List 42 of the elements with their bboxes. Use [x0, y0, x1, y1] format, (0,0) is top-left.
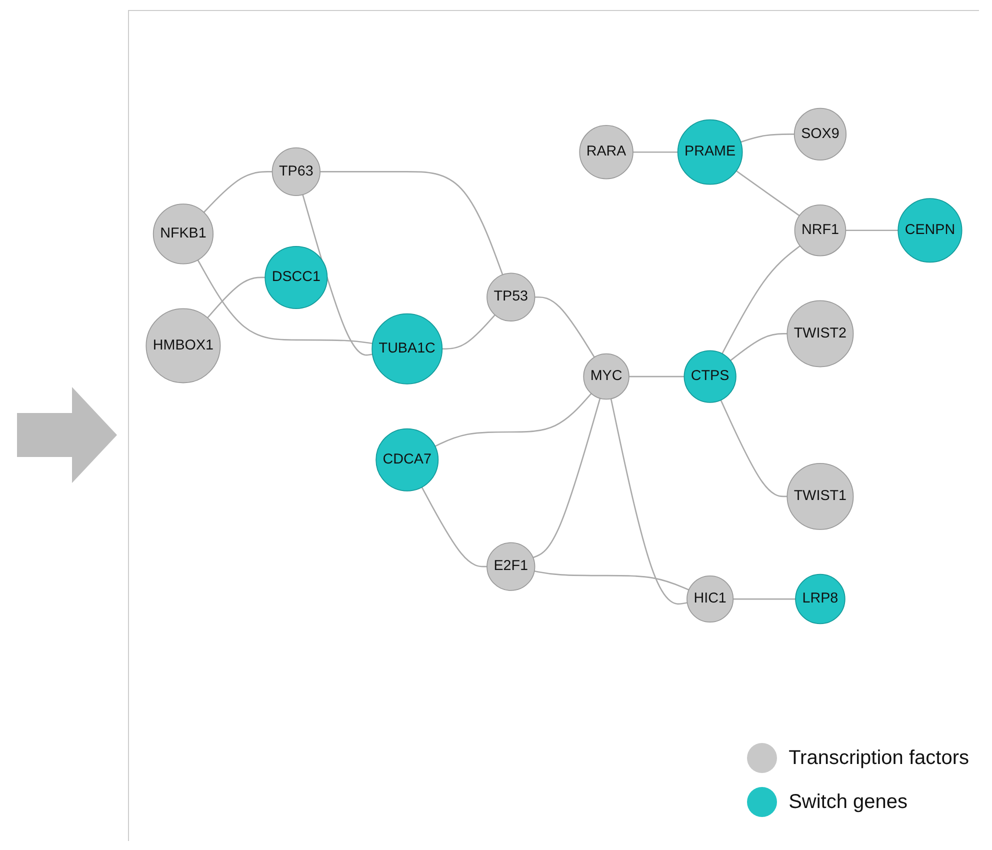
node-circle: TP63 — [272, 147, 320, 196]
node-circle: TWIST2 — [786, 300, 854, 368]
connector — [532, 398, 601, 558]
connector — [632, 151, 678, 153]
connector — [203, 171, 272, 213]
node-circle: TP53 — [486, 272, 536, 322]
node-circle: NFKB1 — [152, 204, 214, 264]
connector — [534, 570, 690, 591]
connector — [722, 245, 800, 354]
node-circle: CENPN — [898, 198, 962, 263]
connector — [421, 486, 487, 568]
node-circle: HMBOX1 — [146, 308, 221, 384]
connector — [197, 260, 373, 344]
connector — [736, 170, 800, 216]
node-circle: DSCC1 — [264, 246, 328, 309]
node-circle: LRP8 — [795, 574, 846, 624]
connector — [302, 194, 373, 356]
node-circle: PRAME — [677, 119, 743, 185]
connector — [320, 171, 504, 275]
node-circle: SOX9 — [794, 108, 847, 160]
legend-label: Switch genes — [788, 790, 908, 814]
connector — [846, 230, 898, 232]
connector — [434, 393, 592, 447]
connector — [534, 296, 595, 358]
node-circle: TUBA1C — [372, 313, 443, 384]
node-circle: TWIST1 — [786, 462, 854, 530]
connector — [720, 400, 788, 498]
node-circle: MYC — [583, 353, 630, 400]
node-circle: NRF1 — [794, 204, 846, 256]
connector — [740, 134, 794, 143]
connector — [730, 333, 788, 362]
node-circle: E2F1 — [486, 542, 536, 591]
node-circle: RARA — [579, 125, 634, 180]
node-circle: HIC1 — [686, 576, 734, 623]
connector — [442, 314, 496, 350]
legend-label: Transcription factors — [788, 746, 969, 770]
node-circle: CTPS — [684, 350, 736, 403]
connector — [733, 598, 796, 600]
connector — [628, 376, 684, 378]
connector — [207, 276, 266, 318]
connector — [610, 398, 688, 605]
node-circle: CDCA7 — [376, 428, 439, 492]
